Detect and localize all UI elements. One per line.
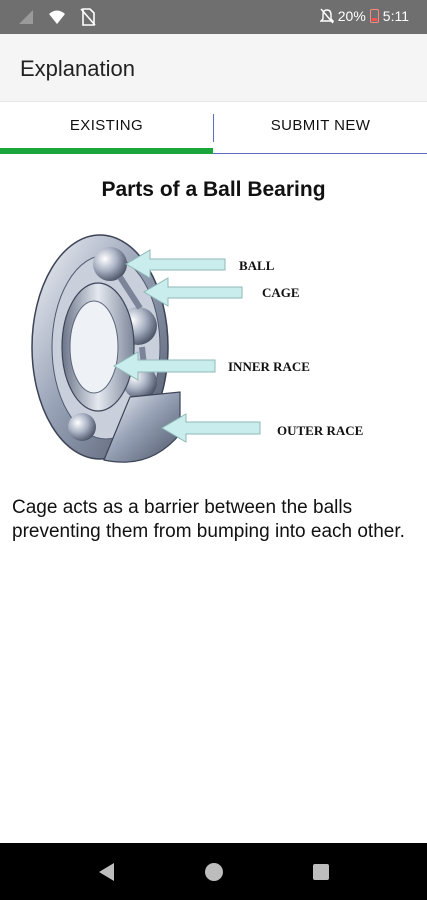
label-ball: BALL — [239, 258, 275, 273]
signal-icon — [19, 10, 33, 24]
system-nav-bar — [0, 843, 427, 900]
cage-arrow — [143, 277, 243, 307]
sim-off-icon — [80, 8, 96, 26]
ball-arrow — [125, 249, 226, 279]
label-inner-race: INNER RACE — [228, 359, 310, 374]
battery-icon — [369, 9, 379, 23]
selected-tab-indicator — [0, 148, 213, 154]
status-right-icons: 20% 5:11 — [319, 8, 409, 24]
mute-icon — [319, 8, 334, 24]
clock: 5:11 — [382, 8, 409, 24]
home-icon[interactable] — [203, 861, 225, 883]
recents-icon[interactable] — [310, 861, 332, 883]
back-icon[interactable] — [96, 861, 118, 883]
page-title: Parts of a Ball Bearing — [101, 178, 326, 201]
outer-race-arrow — [161, 413, 261, 443]
ball-bearing-diagram: BALL CAGE INNER RACE OUTER RACE — [31, 234, 363, 463]
tab-existing[interactable]: EXISTING — [69, 116, 144, 134]
battery-percent: 20% — [337, 8, 366, 24]
tab-underline — [213, 153, 427, 154]
tab-bar: EXISTING SUBMIT NEW — [0, 102, 427, 156]
wifi-icon — [49, 10, 65, 24]
app-title: Explanation — [20, 56, 135, 81]
explanation-text: Cage acts as a barrier between the balls… — [12, 497, 405, 542]
tab-divider — [213, 114, 214, 142]
inner-race-arrow — [113, 351, 216, 381]
app-bar: Explanation — [0, 34, 427, 102]
label-cage: CAGE — [262, 285, 300, 300]
tab-submit-new[interactable]: SUBMIT NEW — [270, 116, 371, 134]
status-bar: 20% 5:11 — [0, 0, 427, 34]
status-left-icons — [18, 8, 96, 26]
bearing-illustration — [31, 234, 181, 463]
label-outer-race: OUTER RACE — [277, 423, 363, 438]
